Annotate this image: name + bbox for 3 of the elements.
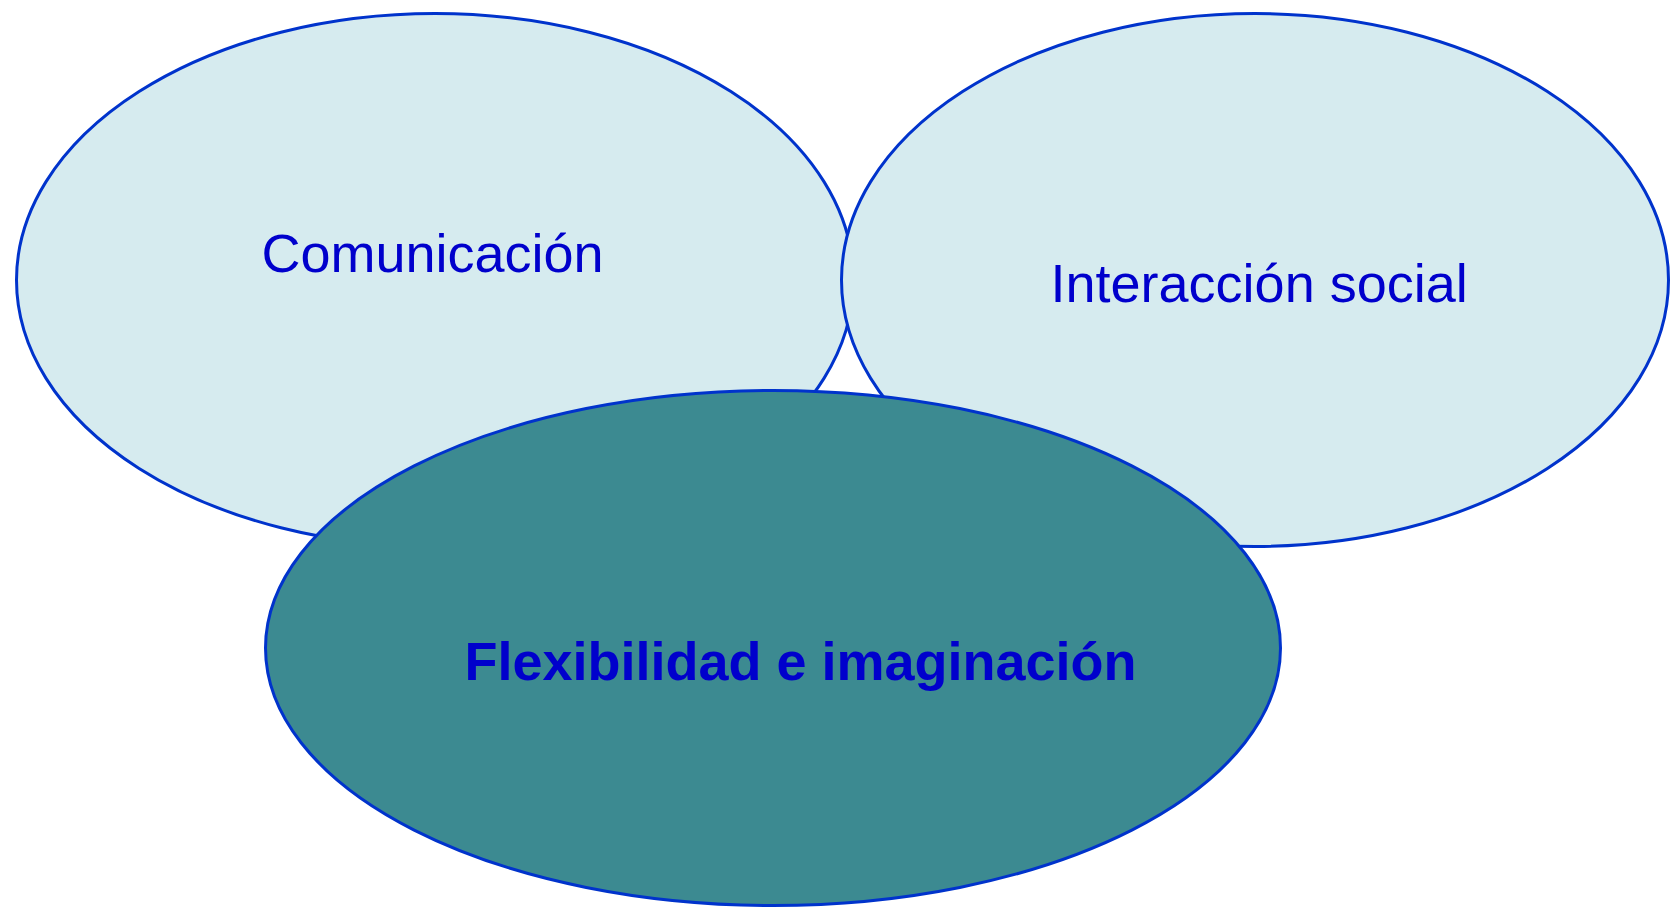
node-label: Interacción social [1050, 251, 1468, 314]
node-label: Comunicación [261, 222, 604, 285]
node-label: Flexibilidad e imaginación [464, 629, 1137, 692]
